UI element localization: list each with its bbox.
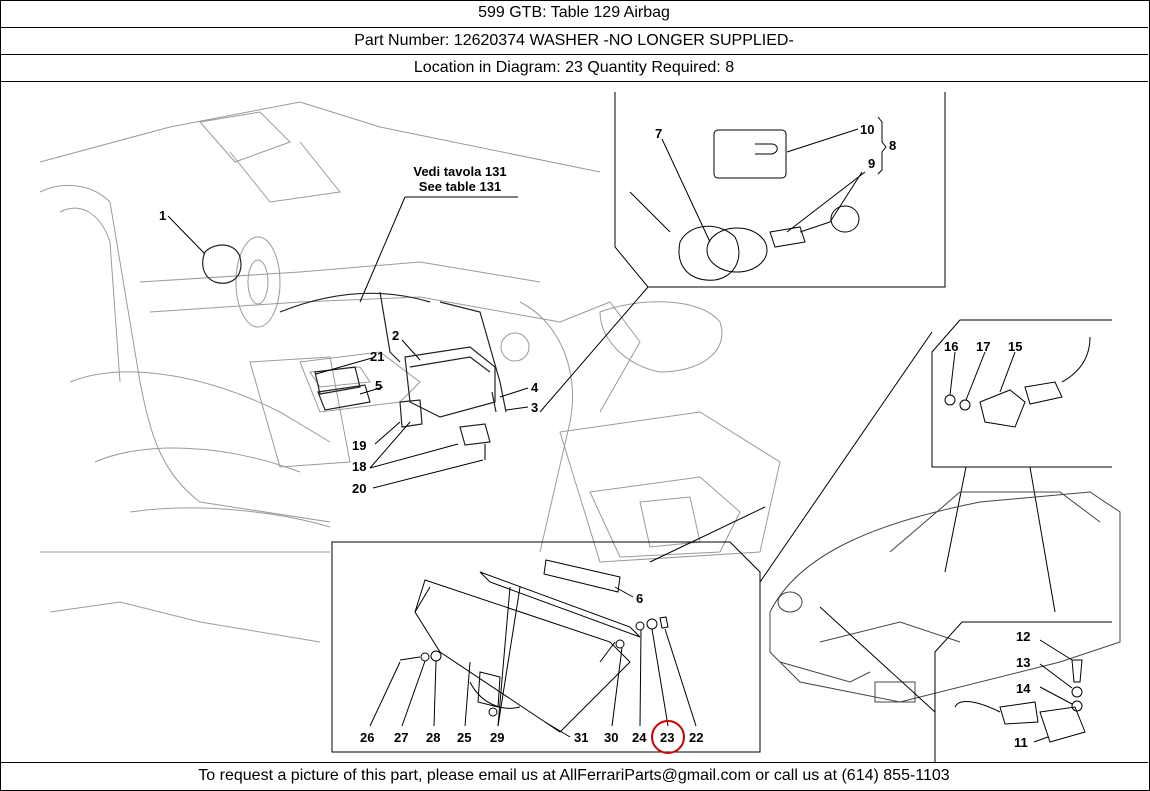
dashboard-outline [39, 101, 601, 173]
callout-10: 10 [860, 122, 874, 137]
callout-17: 17 [976, 339, 990, 354]
location-quantity: Location in Diagram: 23 Quantity Require… [0, 55, 1148, 82]
callout-27: 27 [394, 730, 408, 745]
callout-18: 18 [352, 459, 366, 474]
center-console [249, 356, 351, 468]
callout-6: 6 [636, 591, 643, 606]
wiring-harness [279, 292, 431, 313]
callout-9: 9 [868, 156, 875, 171]
bracket-19 [399, 399, 423, 428]
callout-5: 5 [375, 378, 382, 393]
callout-11: 11 [1014, 735, 1028, 750]
callout-23: 23 [660, 730, 674, 745]
callout-3: 3 [531, 400, 538, 415]
callout-12: 12 [1016, 629, 1030, 644]
callout-7: 7 [655, 126, 662, 141]
passenger-airbag [404, 346, 496, 418]
diagram-drawing: Vedi tavola 131 See table 131 1 2 3 4 5 … [39, 92, 1121, 762]
ignition-lock [678, 225, 740, 281]
key [830, 205, 860, 233]
cover-strip [543, 559, 621, 593]
inset-airbag-box [331, 541, 761, 753]
callout-31: 31 [574, 730, 588, 745]
key-code-card [713, 129, 787, 179]
callout-21: 21 [370, 349, 384, 364]
page-title: 599 GTB: Table 129 Airbag [0, 0, 1148, 28]
callout-24: 24 [632, 730, 647, 745]
front-sensor [1039, 706, 1086, 743]
callout-26: 26 [360, 730, 374, 745]
reference-note-it: Vedi tavola 131 [413, 164, 506, 179]
inset-front-sensor-box [934, 621, 1112, 762]
seat-outline [39, 184, 331, 523]
highlight-circle [651, 720, 685, 754]
airbag-module [414, 579, 631, 733]
inset-sensor-box [931, 319, 1112, 468]
steering-wheel [235, 236, 281, 328]
callout-15: 15 [1008, 339, 1022, 354]
sensor-bolt [1071, 659, 1083, 683]
contact-footer: To request a picture of this part, pleas… [198, 767, 950, 784]
control-unit [314, 366, 361, 395]
bracket-18 [459, 423, 491, 446]
callout-13: 13 [1016, 655, 1030, 670]
callout-29: 29 [490, 730, 504, 745]
callout-28: 28 [426, 730, 440, 745]
callout-8: 8 [889, 138, 896, 153]
callout-25: 25 [457, 730, 471, 745]
lock-cylinder [769, 226, 806, 248]
callout-4: 4 [531, 380, 539, 395]
callout-22: 22 [689, 730, 703, 745]
inset-key-box [614, 92, 946, 288]
airbag-bracket [479, 571, 641, 638]
side-mirror [599, 301, 723, 373]
callout-19: 19 [352, 438, 366, 453]
part-number: Part Number: 12620374 WASHER -NO LONGER … [0, 28, 1148, 55]
reference-note-en: See table 131 [419, 179, 501, 194]
callout-20: 20 [352, 481, 366, 496]
callout-16: 16 [944, 339, 958, 354]
door-panel [559, 411, 781, 563]
callout-1: 1 [159, 208, 166, 223]
callout-2: 2 [392, 328, 399, 343]
callout-14: 14 [1016, 681, 1031, 696]
callout-30: 30 [604, 730, 618, 745]
side-sensor [979, 389, 1026, 428]
parts-diagram: Vedi tavola 131 See table 131 1 2 3 4 5 … [0, 82, 1148, 763]
car-silhouette [769, 491, 1121, 703]
driver-airbag [202, 244, 242, 284]
